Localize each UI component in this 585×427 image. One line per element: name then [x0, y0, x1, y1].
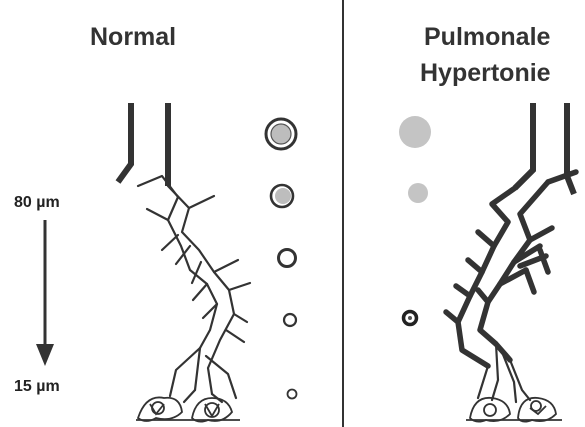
- hypertension-artery-stem: [515, 103, 574, 194]
- normal-artery-stem: [118, 103, 168, 186]
- hypertension-section-2: [408, 183, 428, 203]
- normal-vessel-cross-sections: [266, 119, 297, 399]
- normal-alveolar-clusters: [136, 397, 240, 421]
- hypertension-alveolar-clusters: [466, 398, 562, 422]
- hypertension-section-1: [399, 116, 431, 148]
- hypertension-vessel-tree: [446, 172, 576, 366]
- normal-section-5: [288, 390, 297, 399]
- hypertension-vessel-cross-sections: [399, 116, 431, 325]
- normal-section-4: [284, 314, 296, 326]
- normal-section-3: [279, 250, 296, 267]
- normal-vessel-tree: [138, 176, 250, 402]
- size-scale-arrow: [36, 220, 54, 366]
